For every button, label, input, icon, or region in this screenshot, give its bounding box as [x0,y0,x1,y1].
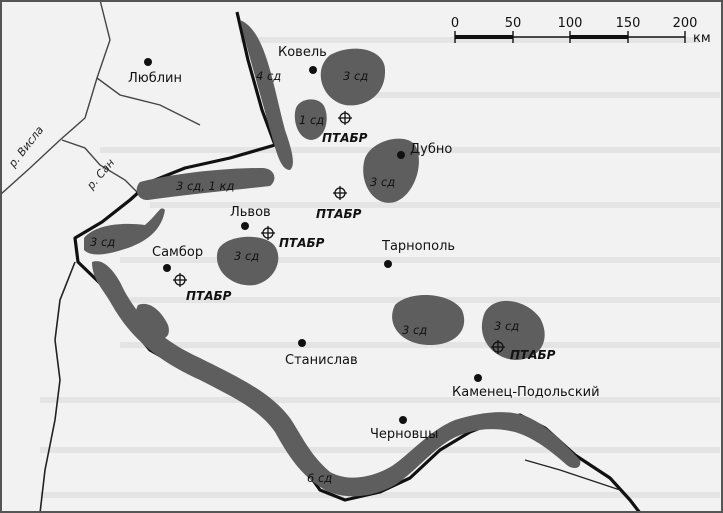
scale-bar: 0 50 100 150 200 км [451,16,711,46]
ptabr-crosshair-icon [173,273,187,287]
river-san-line [61,139,141,196]
zone-kovel-3sd [320,48,386,106]
unit-label-center-1sd: 1 сд [299,113,324,127]
unit-labels: 4 сд 3 сд 1 сд 3 сд 3 сд, 1 кд 3 сд 3 сд… [90,69,519,485]
zone-sambor-lower [135,303,169,339]
city-label-stanislav: Станислав [285,353,358,368]
ptabr-label-3: ПТАБР [279,236,325,250]
scale-segment-2 [570,35,628,39]
secondary-border-2 [524,459,621,491]
unit-label-dubno-3sd: 3 сд [370,175,395,189]
city-label-kamenets: Каменец-Подольский [452,385,600,400]
ptabr-label-5: ПТАБР [510,348,556,362]
scale-label-0: 0 [451,16,459,31]
zone-center-1sd [294,99,327,140]
ptabr-crosshair-icon [338,111,352,125]
city-label-dubno: Дубно [410,142,452,157]
city-label-chernovtsy: Черновцы [370,427,438,442]
zone-dubno-3sd [363,138,419,203]
city-labels: Люблин Ковель Дубно Львов Самбор Тарнопо… [128,45,600,442]
city-dot-kovel [309,66,317,74]
unit-label-kamenets-3sd: 3 сд [494,319,519,333]
unit-label-west-3sd-1kd: 3 сд, 1 кд [176,179,234,193]
city-dot-chernovtsy [399,416,407,424]
city-dots [144,58,482,424]
scale-label-100: 100 [558,16,583,31]
zone-kovel-4sd [240,20,293,170]
unit-label-kovel-3sd: 3 сд [343,69,368,83]
unit-label-lvov-3sd: 3 сд [234,249,259,263]
unit-label-kovel-4sd: 4 сд [256,69,281,83]
ptabr-label-4: ПТАБР [186,289,232,303]
city-label-lublin: Люблин [128,71,182,86]
secondary-border [39,261,76,513]
city-label-ternopol: Тарнополь [381,239,455,254]
ptabr-crosshair-icon [333,186,347,200]
city-label-kovel: Ковель [278,45,327,60]
city-label-lvov: Львов [230,205,271,220]
zone-stan-3sd [392,294,465,345]
city-label-sambor: Самбор [152,245,203,260]
river-visla-line [0,0,111,196]
city-dot-lublin [144,58,152,66]
ptabr-crosshair-icon [261,226,275,240]
zone-lvov-3sd [216,236,279,286]
unit-label-sambor-3sd: 3 сд [90,235,115,249]
city-dot-kamenets [474,374,482,382]
scale-segment-1 [455,35,513,39]
city-dot-sambor [163,264,171,272]
city-dot-dubno [397,151,405,159]
zone-sambor-3sd [84,208,165,255]
city-dot-ternopol [384,260,392,268]
zone-west-3sd-1kd [136,168,275,200]
city-dot-stanislav [298,339,306,347]
scale-label-200: 200 [673,16,698,31]
ptabr-label-1: ПТАБР [322,131,368,145]
troop-zones [84,20,581,497]
ptabr-markers [173,111,505,354]
city-dot-lvov [241,222,249,230]
scale-label-50: 50 [505,16,522,31]
unit-label-south-6sd: 6 сд [307,471,332,485]
scale-unit: км [693,31,711,46]
river-branch [96,77,201,126]
ptabr-crosshair-icon [491,340,505,354]
unit-label-stan-3sd: 3 сд [402,323,427,337]
rivers [0,0,201,196]
scale-label-150: 150 [616,16,641,31]
ptabr-label-2: ПТАБР [316,207,362,221]
ptabr-labels: ПТАБР ПТАБР ПТАБР ПТАБР ПТАБР [186,131,556,362]
